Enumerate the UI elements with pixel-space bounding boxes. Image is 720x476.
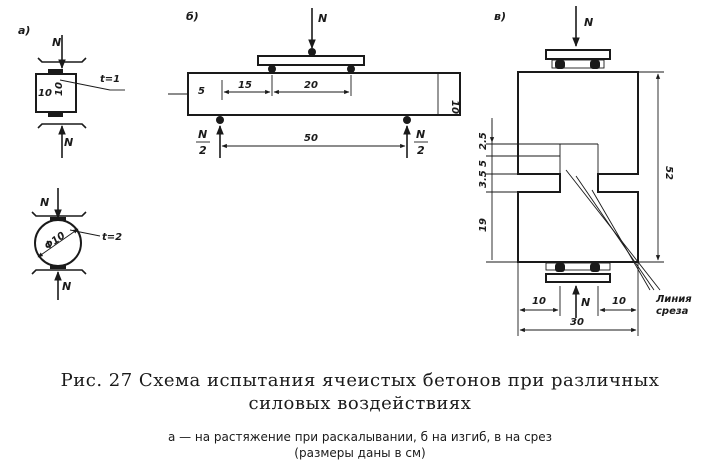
dim-v-width: 30	[570, 317, 584, 328]
force-label-v-bottom: N	[581, 296, 590, 309]
dim-b-support-span: 50	[304, 133, 318, 144]
force-label-a2-bottom: N	[62, 280, 71, 293]
dim-diameter-line	[37, 228, 79, 258]
dim-v-gap-1: 2.5	[478, 132, 489, 150]
label-t1: t=1	[100, 74, 120, 85]
load-beam-b	[257, 55, 365, 66]
load-plate-bottom-a2	[31, 269, 87, 275]
half-force-right-den: 2	[417, 144, 425, 157]
leader-t2	[69, 229, 101, 237]
bearing-strip-bottom	[48, 111, 63, 117]
load-plate-top-a2	[31, 211, 87, 217]
force-label-v-top: N	[584, 16, 593, 29]
dim-a-side-1: 10	[38, 88, 52, 99]
panel-a-label: a)	[18, 24, 30, 37]
force-label-a1-top: N	[52, 36, 61, 49]
label-cut-lines-2: среза	[656, 306, 689, 317]
load-plate-top-a1	[37, 57, 87, 63]
load-plate-top-v	[545, 49, 611, 60]
panel-v-label: в)	[494, 10, 506, 23]
panel-v: в) N 52 2.5 5 3.5 19 Линия	[478, 6, 692, 336]
load-plate-bottom-v	[545, 273, 611, 283]
dim-v-gap-3: 3.5	[478, 170, 489, 188]
half-force-left-num: N	[198, 128, 207, 141]
caption-line-4: (размеры даны в см)	[294, 446, 426, 460]
force-label-a1-bottom: N	[64, 136, 73, 149]
support-right	[403, 116, 411, 124]
load-roller-left	[268, 65, 276, 73]
support-left	[216, 116, 224, 124]
half-force-right-num: N	[416, 128, 425, 141]
half-force-left-den: 2	[199, 144, 207, 157]
dim-b-offset: 15	[238, 80, 252, 91]
panel-b-label: б)	[186, 10, 199, 23]
bearing-strip-top	[48, 69, 63, 75]
dim-v-bottom-left: 10	[532, 296, 546, 307]
dim-v-lower: 19	[478, 218, 489, 232]
dim-v-gap-2: 5	[478, 160, 489, 167]
dim-a-diameter: Φ10	[43, 230, 68, 252]
shear-specimen	[517, 71, 639, 263]
panel-b: б) N 10 5 15 20 N 2 N 2 50	[168, 8, 461, 158]
force-label-a2-top: N	[40, 196, 49, 209]
label-t2: t=2	[102, 232, 122, 243]
caption-line-3: а — на растяжение при раскалывании, б на…	[167, 430, 553, 444]
dim-v-height: 52	[663, 166, 674, 180]
dim-a-side-2: 10	[54, 82, 65, 96]
label-cut-lines-1: Линия	[655, 294, 692, 305]
panel-a: a) N 10 10 t=1 N N Φ10 t=2 N	[18, 24, 125, 300]
dim-b-load-span: 20	[304, 80, 318, 91]
beam-specimen	[187, 72, 461, 116]
dim-b-left-end: 5	[198, 86, 205, 97]
caption-line-2: силовых воздействиях	[248, 393, 472, 414]
leader-t1	[59, 79, 111, 91]
force-label-b: N	[318, 12, 327, 25]
load-roller-right	[347, 65, 355, 73]
load-plate-bottom-a1	[37, 123, 87, 129]
caption-line-1: Рис. 27 Схема испытания ячеистых бетонов…	[60, 370, 660, 391]
dim-b-height: 10	[449, 100, 460, 114]
dim-v-bottom-right: 10	[612, 296, 626, 307]
